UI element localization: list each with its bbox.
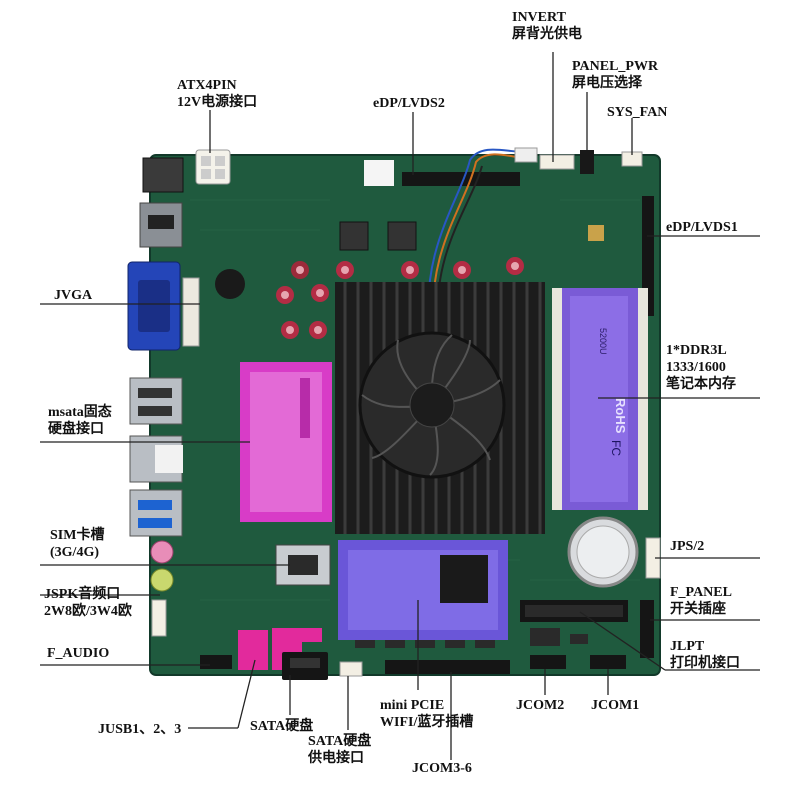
label-edp-lvds1: eDP/LVDS1	[666, 219, 738, 236]
label-msata: msata固态 硬盘接口	[48, 404, 112, 438]
ram-text-1: RoHS	[613, 398, 628, 434]
label-jusb: JUSB1、2、3	[98, 721, 181, 738]
label-panel-pwr: PANEL_PWR 屏电压选择	[572, 58, 658, 92]
jspk-connector	[151, 599, 167, 637]
usb3-port	[129, 489, 183, 537]
mini-pcie-slot	[338, 540, 508, 640]
label-edp-lvds2-line1: eDP/LVDS2	[373, 96, 445, 111]
label-minipcie-line2: WIFI/蓝牙插槽	[380, 715, 474, 730]
label-jspk: JSPK音频口 2W8欧/3W4欧	[44, 586, 132, 620]
label-invert-line2: 屏背光供电	[512, 27, 582, 42]
label-sim: SIM卡槽 (3G/4G)	[50, 527, 104, 561]
ram-text-0: 5200U	[598, 328, 608, 355]
label-jcom2: JCOM2	[516, 697, 564, 714]
label-sim-line1: SIM卡槽	[50, 528, 105, 543]
audio-jack-green	[150, 568, 174, 592]
label-jusb-line1: JUSB1、2、3	[98, 722, 182, 737]
label-sys-fan-line1: SYS_FAN	[607, 105, 668, 120]
label-msata-line2: 硬盘接口	[48, 422, 104, 437]
jcom3-6-header	[385, 660, 510, 674]
msata-slot	[240, 362, 332, 522]
label-jps2: JPS/2	[670, 538, 704, 555]
hdmi-port	[139, 202, 183, 248]
f-audio-header	[200, 655, 232, 669]
label-jcom1-line1: JCOM1	[591, 698, 640, 713]
label-ddr3l: 1*DDR3L 1333/1600 笔记本内存	[666, 342, 736, 393]
label-sys-fan: SYS_FAN	[607, 104, 667, 121]
label-msata-line1: msata固态	[48, 405, 112, 420]
label-ddr3l-line2: 1333/1600	[666, 360, 726, 375]
label-f-panel-line2: 开关插座	[670, 602, 726, 617]
label-f-audio-line1: F_AUDIO	[47, 646, 110, 661]
label-jlpt-line1: JLPT	[670, 639, 705, 654]
label-sata-line1: SATA硬盘	[250, 719, 314, 734]
label-jspk-line1: JSPK音频口	[44, 587, 121, 602]
label-invert-line1: INVERT	[512, 10, 566, 25]
capacitors	[276, 257, 524, 339]
usb-headers	[238, 628, 322, 670]
label-edp-lvds2: eDP/LVDS2	[373, 95, 445, 112]
label-atx4pin-line1: ATX4PIN	[177, 78, 237, 93]
label-ddr3l-line1: 1*DDR3L	[666, 343, 727, 358]
cpu-fan	[358, 331, 506, 479]
ethernet-port	[142, 157, 184, 193]
panel-pwr-jumper	[580, 150, 594, 174]
label-jps2-line1: JPS/2	[670, 539, 705, 554]
invert-connector	[539, 154, 575, 170]
label-jspk-line2: 2W8欧/3W4欧	[44, 604, 132, 619]
audio-jack-pink	[150, 540, 174, 564]
usb-port-upper	[129, 377, 183, 425]
ddr3l-ram-slot: 5200U RoHS FC	[552, 288, 648, 510]
label-jlpt: JLPT 打印机接口	[670, 638, 740, 672]
label-jcom3-6-line1: JCOM3-6	[412, 761, 472, 776]
label-jvga: JVGA	[54, 287, 92, 304]
f-panel-header	[640, 600, 654, 658]
label-panel-pwr-line1: PANEL_PWR	[572, 59, 659, 74]
label-jcom2-line1: JCOM2	[516, 698, 565, 713]
label-sata-pwr-line1: SATA硬盘	[308, 734, 372, 749]
label-edp-lvds1-line1: eDP/LVDS1	[666, 220, 738, 235]
label-sata-pwr: SATA硬盘 供电接口	[308, 733, 371, 767]
label-minipcie-line1: mini PCIE	[380, 698, 445, 713]
ram-text-2: FC	[609, 440, 623, 456]
label-jcom3-6: JCOM3-6	[412, 760, 472, 777]
label-atx4pin-line2: 12V电源接口	[177, 95, 258, 110]
label-ddr3l-line3: 笔记本内存	[666, 377, 736, 392]
label-f-panel: F_PANEL 开关插座	[670, 584, 732, 618]
label-atx4pin: ATX4PIN 12V电源接口	[177, 77, 257, 111]
label-sim-line2: (3G/4G)	[50, 545, 99, 560]
sata-power-connector	[339, 661, 363, 677]
label-sata-pwr-line2: 供电接口	[308, 751, 364, 766]
label-minipcie: mini PCIE WIFI/蓝牙插槽	[380, 697, 473, 731]
label-jvga-line1: JVGA	[54, 288, 93, 303]
label-sata: SATA硬盘	[250, 718, 313, 735]
edp-lvds1-header	[642, 196, 654, 316]
jcom2-header	[530, 655, 566, 669]
label-jlpt-line2: 打印机接口	[670, 656, 740, 671]
leader-lines	[40, 52, 760, 760]
label-invert: INVERT 屏背光供电	[512, 9, 582, 43]
label-f-panel-line1: F_PANEL	[670, 585, 732, 600]
label-jcom1: JCOM1	[591, 697, 639, 714]
label-f-audio: F_AUDIO	[47, 645, 109, 662]
jcom1-header	[590, 655, 626, 669]
buzzer	[215, 269, 245, 299]
edp-lvds2-header	[402, 172, 520, 186]
label-panel-pwr-line2: 屏电压选择	[572, 76, 642, 91]
